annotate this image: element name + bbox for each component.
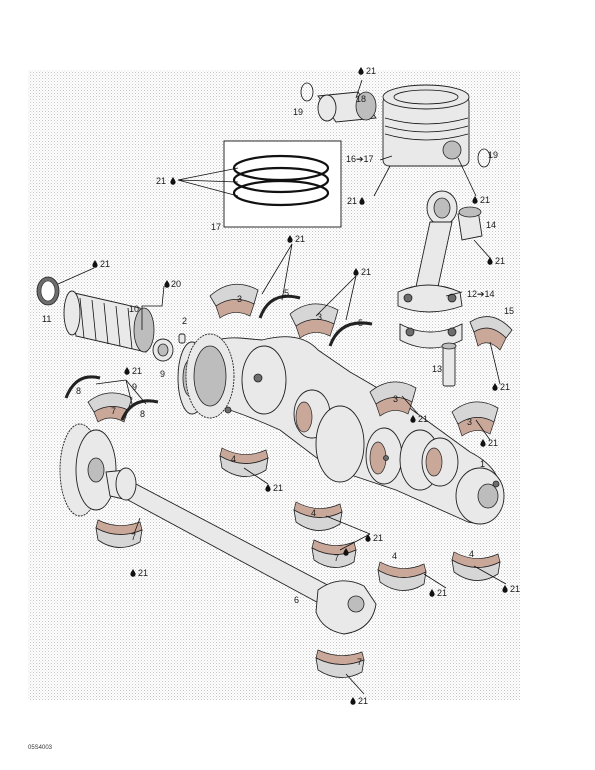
lube-label: 21: [100, 259, 110, 269]
piston-assembly: [382, 84, 470, 167]
lube-label: 21: [488, 438, 498, 448]
label-7: 7: [131, 532, 136, 542]
main-bearing-lower-3: [377, 561, 427, 591]
lube-label: 21: [132, 366, 142, 376]
balance-bearing-lower-1: [95, 519, 143, 548]
lube-label: 21: [480, 195, 490, 205]
conrod-bolt: [441, 342, 457, 387]
balance-shaft: [59, 423, 377, 635]
label-6: 6: [294, 595, 299, 605]
piston-pin: [317, 91, 377, 123]
lube-label: 21: [156, 176, 166, 186]
label-15: 15: [504, 306, 514, 316]
main-bearing-lower-1: [219, 447, 269, 477]
thrust-washer-8-right: [120, 399, 159, 421]
label-11: 11: [42, 314, 51, 324]
main-bearing-upper-1: [209, 283, 259, 319]
main-bearing-lower-4: [451, 551, 501, 581]
balance-shaft-gear: [59, 423, 117, 517]
main-bearing-upper-2: [289, 303, 339, 339]
conrod-bearing-15: [469, 316, 513, 351]
lube-label: 21: [273, 483, 283, 493]
piston-rings: [232, 154, 330, 207]
lube-label: 21: [495, 256, 505, 266]
piston-rings-box: [223, 140, 342, 228]
main-bearing-upper-4: [451, 401, 499, 437]
label-2: 2: [182, 316, 187, 326]
connecting-rod: [397, 190, 463, 349]
pin-circlip-left: [300, 82, 314, 102]
label-18: 18: [356, 94, 366, 104]
thrust-washer-8-left: [64, 375, 101, 399]
label-13: 13: [432, 364, 442, 374]
crankshaft: [177, 333, 505, 525]
lube-label: 21: [361, 267, 371, 277]
label-3: 3: [467, 417, 472, 427]
main-bearing-lower-2: [293, 501, 343, 531]
lube-label: 21: [358, 696, 368, 706]
balance-bearing-lower-3: [315, 649, 365, 678]
label-19: 19: [488, 150, 498, 160]
label-16-17: 16➔17: [346, 154, 374, 164]
piston-crown: [382, 84, 470, 110]
lube-label: 21: [373, 533, 383, 543]
label-4: 4: [311, 508, 316, 518]
label-20: 20: [171, 279, 181, 289]
label-3: 3: [237, 294, 242, 304]
label-4: 4: [231, 454, 236, 464]
lube-label: 21: [437, 588, 447, 598]
lube-label: 21: [295, 234, 305, 244]
label-17: 17: [211, 222, 221, 232]
label-4: 4: [392, 551, 397, 561]
part-labels: 21 18 19 19 16➔17 21 21 21 17 14 21 21 2…: [42, 66, 520, 706]
label-7: 7: [357, 657, 362, 667]
thrust-washer-5-left: [258, 294, 301, 319]
dowel-pin: [178, 333, 186, 344]
bearing-sleeve: [63, 290, 155, 353]
label-9: 9: [132, 382, 137, 392]
label-9: 9: [160, 369, 165, 379]
label-12-14: 12➔14: [467, 289, 495, 299]
small-end-bushing: [457, 206, 483, 241]
label-3: 3: [317, 312, 322, 322]
needle-bearing: [152, 338, 174, 362]
thrust-washer-5-right: [328, 321, 373, 347]
label-7: 7: [334, 553, 339, 563]
label-5: 5: [284, 288, 289, 298]
lube-label: 21: [418, 414, 428, 424]
pin-circlip-right: [477, 148, 491, 168]
label-19: 19: [293, 107, 303, 117]
piston-pin-boss: [442, 140, 462, 160]
label-14: 14: [486, 220, 496, 230]
label-8: 8: [76, 386, 81, 396]
label-3: 3: [393, 394, 398, 404]
crankshaft-gear: [185, 333, 235, 419]
lube-label: 21: [138, 568, 148, 578]
label-4: 4: [469, 549, 474, 559]
oil-seal: [36, 276, 60, 306]
figure-code: 05S4003: [28, 745, 53, 751]
leader-lines: [57, 79, 507, 695]
label-5: 5: [358, 318, 363, 328]
label-1: 1: [480, 459, 485, 469]
label-10: 10: [129, 304, 139, 314]
lube-label: 21: [366, 66, 376, 76]
lube-label: 21: [347, 196, 357, 206]
label-7: 7: [111, 406, 116, 416]
lube-label: 21: [510, 584, 520, 594]
lube-label: 21: [500, 382, 510, 392]
label-8: 8: [140, 409, 145, 419]
